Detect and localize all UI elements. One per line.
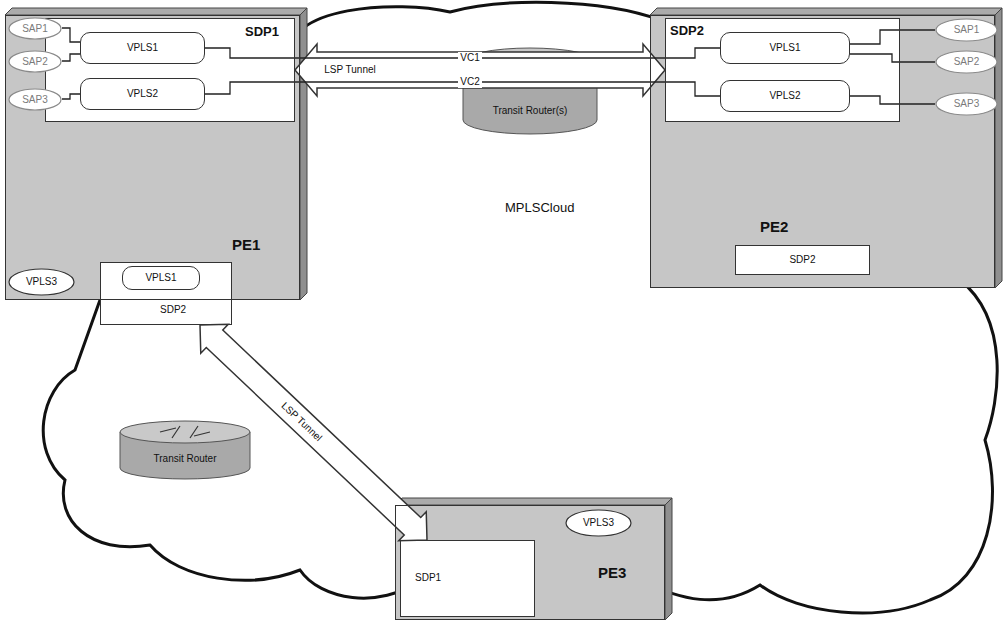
vpls-box: VPLS2 (80, 78, 205, 110)
vpls-box: VPLS1 (122, 266, 200, 290)
sap-ellipse: SAP1 (935, 18, 998, 42)
box-fill (400, 540, 535, 617)
box-side-face (300, 8, 307, 300)
router-label: Transit Router (128, 444, 242, 474)
vpls-ellipse: VPLS3 (565, 509, 632, 537)
edge-label: LSP Tunnel (278, 398, 326, 445)
box-fill (735, 245, 870, 275)
box-top-face (5, 8, 307, 15)
box-top-face (650, 8, 1002, 15)
vpls-box: VPLS2 (720, 80, 850, 112)
sdp-box: SDP2 VPLS1 (100, 262, 232, 325)
connector-line (850, 54, 935, 62)
ellipse-shape (9, 89, 61, 110)
node-text: PE1 (232, 236, 260, 253)
node-text: SAP1 (22, 23, 48, 35)
connector-line (850, 30, 935, 44)
ellipse-shape (9, 51, 61, 72)
router-icon (160, 426, 210, 438)
box-top-face (395, 498, 672, 505)
box-fill (665, 18, 900, 122)
box-side-face (995, 8, 1002, 288)
lsp-tunnel-arrow (200, 324, 427, 541)
ellipse-shape (9, 269, 74, 295)
node-text: SDP2 (160, 304, 186, 316)
box-fill (45, 18, 295, 122)
node-text: SDP1 (415, 572, 441, 584)
node-text: VPLS1 (769, 42, 800, 54)
connector-line (850, 96, 935, 104)
node-text: VPLS3 (26, 276, 57, 288)
node-text: VPLS3 (583, 517, 614, 529)
node-text: SDP1 (245, 25, 279, 40)
node-text: SAP1 (954, 24, 980, 36)
ellipse-shape (566, 510, 631, 536)
ellipse-shape (936, 51, 997, 73)
node-text: VPLS2 (769, 90, 800, 102)
sdp-box: SDP2VPLS1VPLS2 (665, 18, 900, 122)
router-cylinder (120, 421, 250, 479)
sap-ellipse: SAP3 (8, 88, 62, 111)
cylinder-top (120, 421, 250, 443)
node-text: VPLS2 (127, 88, 158, 100)
pe-box: PE3 VPLS3SDP1 (395, 505, 665, 620)
connector-line (62, 54, 80, 61)
box-fill (395, 505, 665, 620)
sap-ellipse: SAP1 (8, 17, 62, 40)
box-side-face (665, 498, 672, 620)
node-text: PE2 (760, 218, 788, 235)
ellipse-shape (9, 18, 61, 39)
node-text: SAP2 (22, 56, 48, 68)
vpls-box: VPLS1 (80, 32, 205, 64)
sap-ellipse: SAP3 (935, 92, 998, 116)
lsp-tunnel-arrow (295, 44, 665, 96)
pe-box: PE2SDP2VPLS1VPLS2SAP1SAP2SAP3SDP2 (650, 15, 995, 288)
node-text: SDP2 (670, 24, 704, 39)
pe-box: PE1SDP1VPLS1VPLS2SAP1SAP2SAP3VPLS3SDP2VP… (5, 15, 300, 300)
cloud-label: MPLSCloud (505, 200, 574, 215)
node-text: Transit Router(s) (493, 105, 568, 117)
node-text: Transit Router (154, 453, 217, 465)
edge-label: VC2 (458, 76, 481, 88)
node-text: SAP3 (954, 98, 980, 110)
box-fills (5, 8, 1002, 620)
router-label: Transit Router(s) (470, 96, 590, 126)
node-text: SAP3 (22, 94, 48, 106)
sdp-box: SDP2 (735, 245, 870, 275)
box-fill (100, 262, 232, 325)
sap-ellipse: SAP2 (935, 50, 998, 74)
node-text: SDP2 (789, 254, 815, 266)
ellipse-shape (936, 93, 997, 115)
connector-line (62, 94, 80, 99)
edge-label: VC1 (458, 52, 481, 64)
ellipse-shape (936, 19, 997, 41)
node-text: PE3 (598, 564, 626, 581)
connector-line (62, 28, 80, 42)
sap-ellipse: SAP2 (8, 50, 62, 73)
node-text: VPLS1 (145, 272, 176, 284)
vpls-box: VPLS1 (720, 32, 850, 64)
sdp-box: SDP1VPLS1VPLS2 (45, 18, 295, 122)
edge-label: LSP Tunnel (322, 64, 378, 76)
vpls-ellipse: VPLS3 (8, 268, 75, 296)
node-text: VPLS1 (127, 42, 158, 54)
node-text: SAP2 (954, 56, 980, 68)
sdp-box: SDP1 (400, 540, 535, 617)
